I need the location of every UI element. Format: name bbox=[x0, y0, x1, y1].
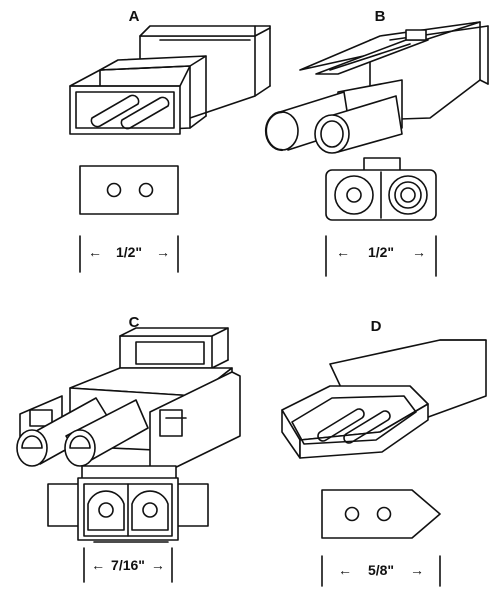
connector-d-faceplate bbox=[321, 489, 441, 539]
dimension-b-value: 1/2" bbox=[367, 244, 395, 260]
connector-a-faceplate bbox=[79, 165, 179, 215]
dimension-a: ← 1/2" → bbox=[88, 244, 170, 260]
connector-d-dimension-ticks bbox=[321, 555, 441, 587]
left-arrow-icon: ← bbox=[336, 244, 351, 260]
connector-d-pin-hole bbox=[376, 506, 392, 522]
panel-c-label: C bbox=[128, 314, 140, 331]
right-arrow-icon: → bbox=[411, 244, 426, 260]
connector-c-pin-hole bbox=[98, 502, 114, 518]
left-arrow-icon: ← bbox=[91, 557, 106, 573]
right-arrow-icon: → bbox=[409, 562, 424, 578]
connector-c-perspective bbox=[16, 327, 241, 477]
connector-b-faceplate bbox=[325, 157, 437, 221]
connector-a-dimension-ticks bbox=[79, 235, 179, 273]
dimension-b: ← 1/2" → bbox=[336, 244, 426, 260]
connector-a-perspective bbox=[69, 25, 271, 135]
connector-c-pin-hole bbox=[142, 502, 158, 518]
connector-b-pin-hole bbox=[346, 187, 362, 203]
connector-c-dimension-ticks bbox=[83, 547, 173, 583]
dimension-a-value: 1/2" bbox=[115, 244, 143, 260]
connector-b-pin-hole bbox=[400, 187, 416, 203]
left-arrow-icon: ← bbox=[88, 244, 103, 260]
connector-b-dimension-ticks bbox=[325, 235, 437, 277]
dimension-d-value: 5/8" bbox=[367, 562, 395, 578]
right-arrow-icon: → bbox=[150, 557, 165, 573]
panel-a-label: A bbox=[128, 8, 140, 25]
panel-d-label: D bbox=[370, 318, 382, 335]
connector-a-pin-hole bbox=[106, 182, 122, 198]
connector-d-perspective bbox=[281, 339, 487, 459]
right-arrow-icon: → bbox=[155, 244, 170, 260]
dimension-c-value: 7/16" bbox=[111, 557, 145, 573]
panel-b-label: B bbox=[374, 8, 386, 25]
connector-a-pin-hole bbox=[138, 182, 154, 198]
connector-d-pin-hole bbox=[344, 506, 360, 522]
left-arrow-icon: ← bbox=[338, 562, 353, 578]
connector-c-faceplate bbox=[47, 465, 209, 543]
dimension-d: ← 5/8" → bbox=[338, 562, 424, 578]
connector-b-perspective bbox=[264, 21, 489, 154]
dimension-c: ← 7/16" → bbox=[91, 557, 165, 573]
